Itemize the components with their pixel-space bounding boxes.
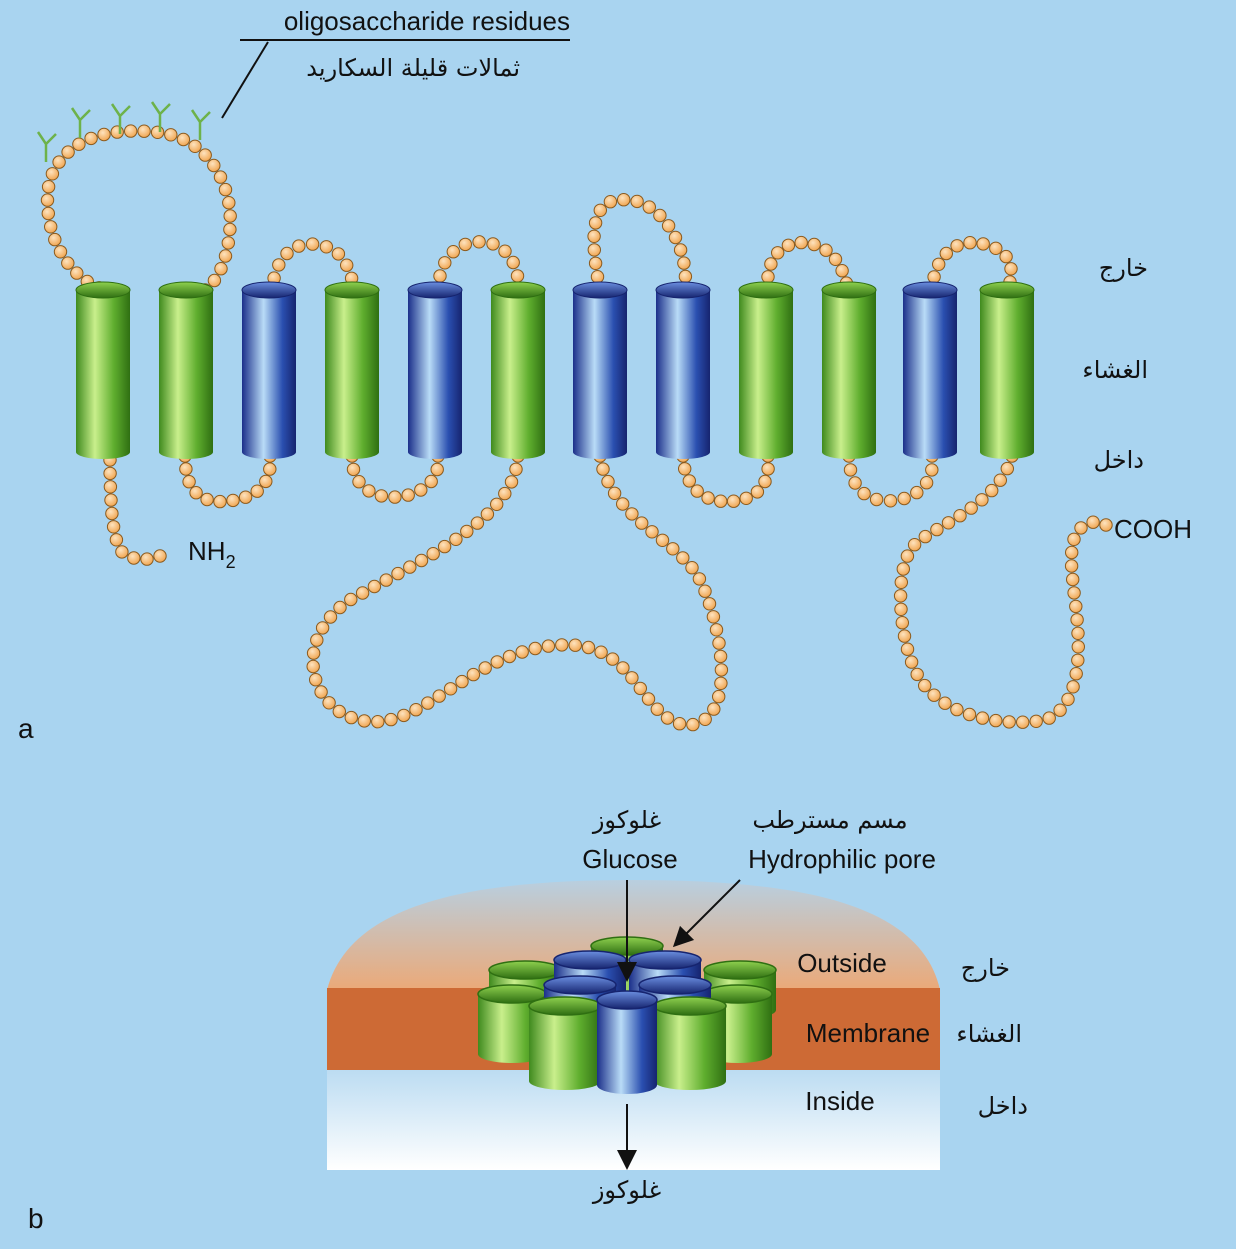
outside-label-ar-b: خارج: [961, 954, 1010, 982]
oligosaccharide-5: [190, 109, 211, 140]
intracellular-loop-2: [345, 449, 445, 504]
helix-11-blue: [902, 281, 958, 459]
intracellular-loop-central: [306, 449, 729, 732]
oligosaccharide-4: [150, 101, 171, 132]
helix-4-green: [324, 281, 380, 459]
inside-label-en: Inside: [805, 1086, 874, 1116]
outside-label-en: Outside: [797, 948, 887, 978]
membrane-label-en: Membrane: [806, 1018, 930, 1048]
cooh-label: COOH: [1114, 514, 1192, 544]
membrane-label-ar-b: الغشاء: [956, 1020, 1022, 1048]
extracellular-loop-1: [40, 124, 237, 299]
outside-label-ar-a: خارج: [1099, 254, 1148, 282]
panel-letter-a: a: [18, 713, 34, 744]
extracellular-loop-4: [587, 193, 693, 297]
helix-9-green: [738, 281, 794, 459]
oligo-label-ar: ثمالات قليلة السكاريد: [306, 54, 520, 82]
n-terminal-chain: [103, 453, 167, 566]
bundle-helix-front-center: [596, 990, 658, 1094]
helix-12-green: [979, 281, 1035, 459]
pore-pointer-arrow: [672, 879, 741, 948]
panel-b: غلوكوز Glucose مسم مسترطب Hydrophilic po…: [28, 806, 1028, 1234]
pore-en: Hydrophilic pore: [748, 844, 936, 874]
helix-8-blue: [655, 281, 711, 459]
nh2-label: NH2: [188, 536, 236, 572]
oligo-leader-line: [221, 41, 269, 119]
inside-label-ar-a: داخل: [1094, 446, 1144, 474]
helix-1-green: [75, 281, 131, 459]
helix-10-green: [821, 281, 877, 459]
membrane-label-ar-a: الغشاء: [1082, 356, 1148, 384]
helix-2-green: [158, 281, 214, 459]
oligosaccharide-branches: [36, 101, 211, 162]
helix-5-blue: [407, 281, 463, 459]
helix-6-green: [490, 281, 546, 459]
bundle-helix-front-right: [653, 996, 727, 1090]
inside-label-ar-b: داخل: [978, 1092, 1028, 1120]
oligosaccharide-2: [70, 107, 91, 138]
oligosaccharide-1: [36, 131, 57, 162]
transmembrane-helices: [75, 281, 1035, 459]
outside-dome: [327, 880, 940, 990]
helix-7-blue: [572, 281, 628, 459]
glucose-ar-bottom: غلوكوز: [592, 1176, 661, 1204]
helix-3-blue: [241, 281, 297, 459]
glucose-ar-top: غلوكوز: [592, 806, 661, 834]
oligosaccharide-3: [110, 103, 131, 134]
panel-a: oligosaccharide residues ثمالات قليلة ال…: [18, 6, 1192, 744]
pore-ar: مسم مسترطب: [752, 806, 907, 834]
oligo-label-en: oligosaccharide residues: [284, 6, 570, 36]
glucose-en: Glucose: [582, 844, 677, 874]
bundle-helix-front-left: [528, 996, 602, 1090]
pore-helix-bundle: [477, 936, 777, 1094]
c-terminal-chain: [893, 449, 1113, 729]
panel-letter-b: b: [28, 1203, 44, 1234]
